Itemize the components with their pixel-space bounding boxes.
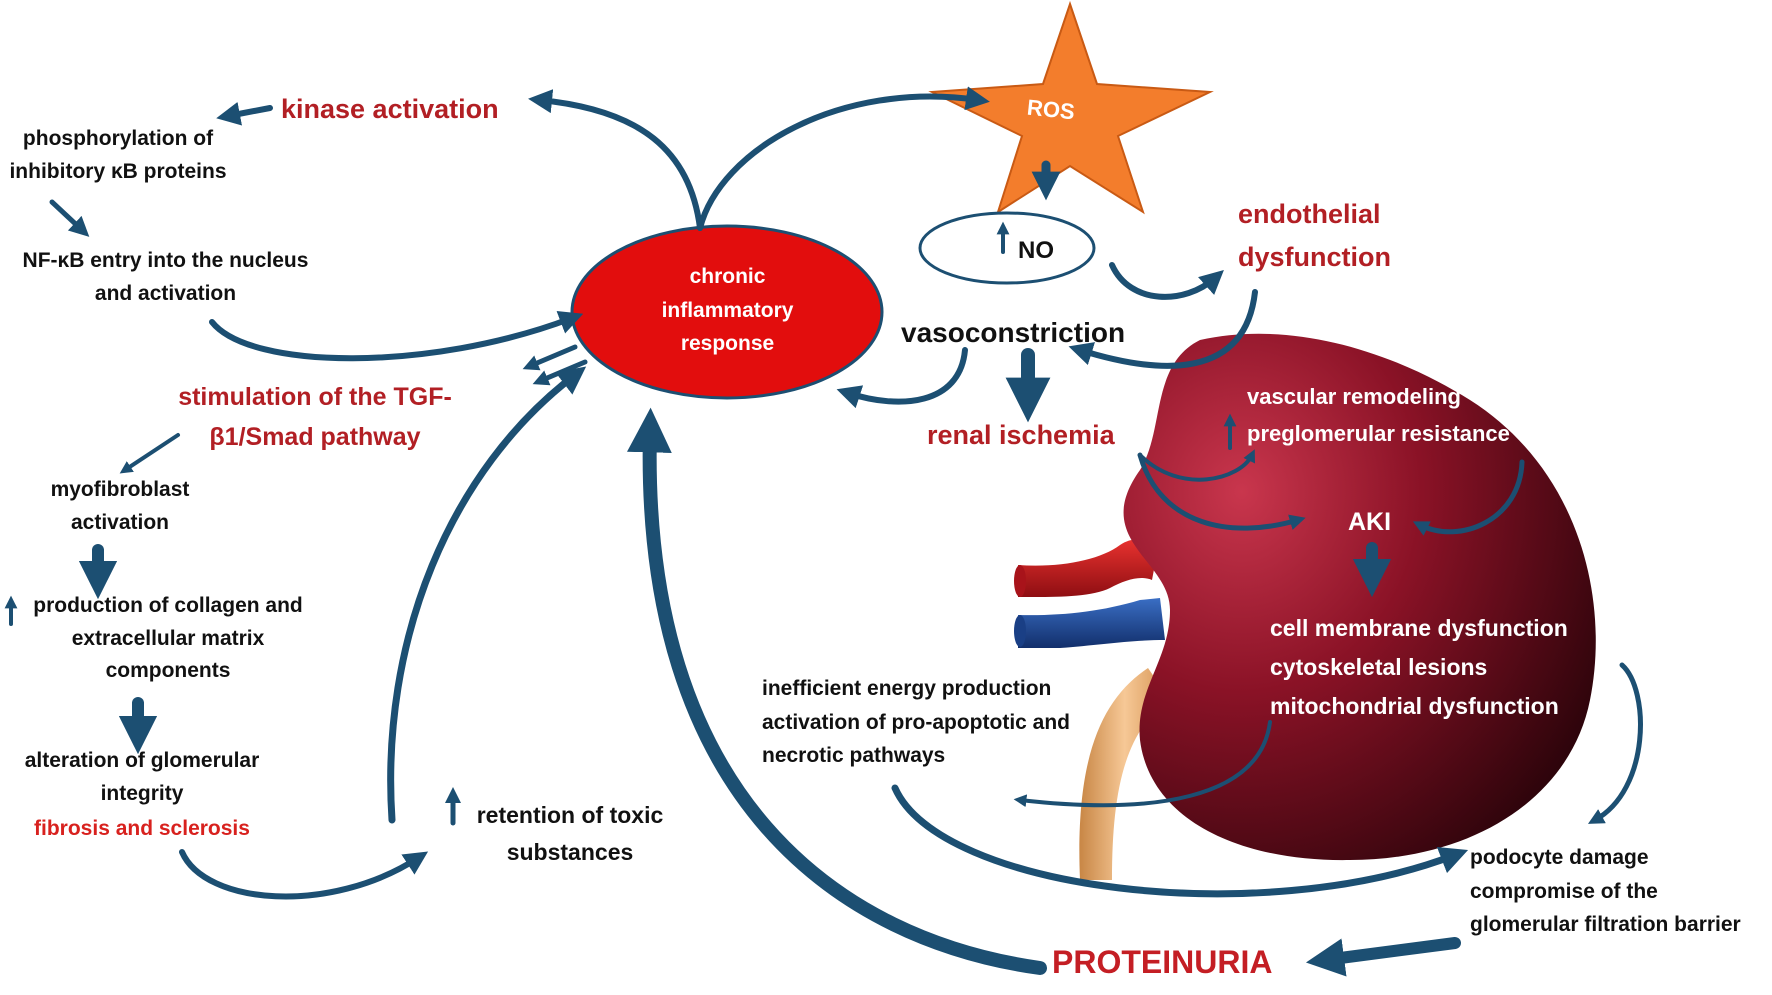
podocyte-line-2: compromise of the [1470, 879, 1658, 903]
collagen-label: production of collagen and extracellular… [18, 590, 318, 688]
myofibroblast-line-1: myofibroblast [50, 478, 190, 501]
collagen-line-1: production of collagen and [33, 594, 303, 617]
kinase-activation-label: kinase activation [281, 94, 499, 124]
vascular-line-2: preglomerular resistance [1247, 421, 1510, 447]
proteinuria-label: PROTEINURIA [1052, 944, 1273, 980]
collagen-line-2: extracellular matrix [71, 626, 265, 650]
collagen-line-3: components [105, 659, 231, 683]
podocyte-line-3: glomerular filtration barrier [1470, 913, 1741, 937]
arrow-ischemia-to-vascular [1138, 449, 1255, 482]
arrow-ischemia-to-aki [1137, 452, 1306, 531]
endothelial-dysfunction-label: endothelial dysfunction [1238, 193, 1391, 279]
cell-damage-line-2: cytoskeletal lesions [1270, 654, 1488, 681]
ros-label: ROS [1025, 94, 1076, 125]
inflammation-label: chronic inflammatory response [620, 260, 835, 361]
inflammation-line-2: inflammatory [661, 298, 794, 322]
aki-label: AKI [1348, 508, 1392, 536]
cell-damage-line-1: cell membrane dysfunction [1270, 615, 1568, 641]
renal-ischemia-label: renal ischemia [927, 420, 1115, 450]
arrow-nfkb-to-inflammation [209, 311, 584, 362]
inflammation-line-3: response [680, 332, 775, 356]
arrow-endothelial-to-vasoconstriction [1068, 289, 1258, 369]
nfkb-line-2: and activation [94, 281, 237, 305]
ureter [1079, 668, 1170, 880]
arrow-inflammation-to-kinase [528, 89, 703, 231]
toxic-line-1: retention of toxic [476, 802, 664, 828]
no-label: NO [1018, 237, 1054, 264]
podocyte-label: podocyte damage compromise of the glomer… [1470, 841, 1741, 942]
vasoconstriction-label: vasoconstriction [901, 317, 1126, 348]
podocyte-line-1: podocyte damage [1470, 846, 1649, 869]
arrow-inflammation-to-tgf-2 [532, 359, 588, 386]
arrow-proteinuria-to-inflammation [627, 407, 1047, 975]
inflammation-line-1: chronic [689, 265, 766, 288]
renal-artery-end [1014, 565, 1026, 597]
glomerular-line-2: integrity [100, 781, 184, 805]
phosphorylation-line-2: inhibitory κB proteins [9, 159, 227, 183]
cell-damage-line-3: mitochondrial dysfunction [1270, 693, 1559, 720]
endothelial-line-2: dysfunction [1238, 242, 1391, 273]
energy-line-2: activation of pro-apoptotic and [762, 710, 1070, 734]
nfkb-line-1: NF-κB entry into the nucleus [22, 249, 309, 272]
arrow-vascular-to-aki [1412, 459, 1525, 536]
arrow-cell-to-podocyte [1587, 662, 1643, 824]
no-ellipse [918, 211, 1096, 285]
nfkb-label: NF-κB entry into the nucleus and activat… [8, 245, 323, 310]
renal-artery [1018, 539, 1158, 598]
tgf-line-1: stimulation of the TGF- [178, 383, 452, 411]
endothelial-line-1: endothelial [1238, 199, 1381, 229]
arrow-kinase-to-phosphorylation [216, 101, 273, 126]
vascular-line-1: vascular remodeling [1247, 384, 1461, 409]
renal-vein-end [1014, 615, 1026, 647]
energy-line-3: necrotic pathways [762, 744, 946, 768]
arrow-tgf-to-myofibroblast [119, 433, 180, 474]
arrow-energy-to-podocyte [891, 784, 1469, 898]
arrow-no-to-endothelial [1109, 262, 1224, 300]
fibrosis-label: fibrosis and sclerosis [34, 817, 250, 840]
tgf-label: stimulation of the TGF- β1/Smad pathway [155, 377, 475, 457]
cell-damage-label: cell membrane dysfunction cytoskeletal l… [1270, 609, 1568, 726]
phosphorylation-line-1: phosphorylation of [22, 127, 214, 150]
phosphorylation-label: phosphorylation of inhibitory κB protein… [0, 123, 236, 188]
vascular-label: vascular remodeling preglomerular resist… [1247, 378, 1510, 453]
energy-line-1: inefficient energy production [762, 677, 1052, 700]
toxic-label: retention of toxic substances [465, 797, 675, 871]
myofibroblast-label: myofibroblast activation [30, 474, 210, 539]
renal-vein [1018, 598, 1165, 648]
tgf-line-2: β1/Smad pathway [209, 423, 421, 451]
glomerular-line-1: alteration of glomerular [24, 749, 260, 772]
arrow-inflammation-to-ros [697, 86, 990, 231]
arrow-phosphorylation-to-nfkb [49, 199, 90, 237]
arrow-toxic-to-inflammation [387, 366, 587, 824]
energy-label: inefficient energy production activation… [762, 672, 1070, 773]
myofibroblast-line-2: activation [70, 510, 170, 534]
glomerular-integrity-label: alteration of glomerular integrity [8, 745, 276, 810]
toxic-line-2: substances [506, 838, 634, 865]
arrow-cell-to-energy [1013, 720, 1272, 808]
arrow-fibrosis-to-toxic [179, 849, 429, 900]
arrow-inflammation-to-tgf-1 [522, 344, 578, 371]
arrow-vasoconstriction-to-inflammation [836, 347, 968, 409]
arrow-podocyte-to-proteinuria [1305, 937, 1461, 977]
